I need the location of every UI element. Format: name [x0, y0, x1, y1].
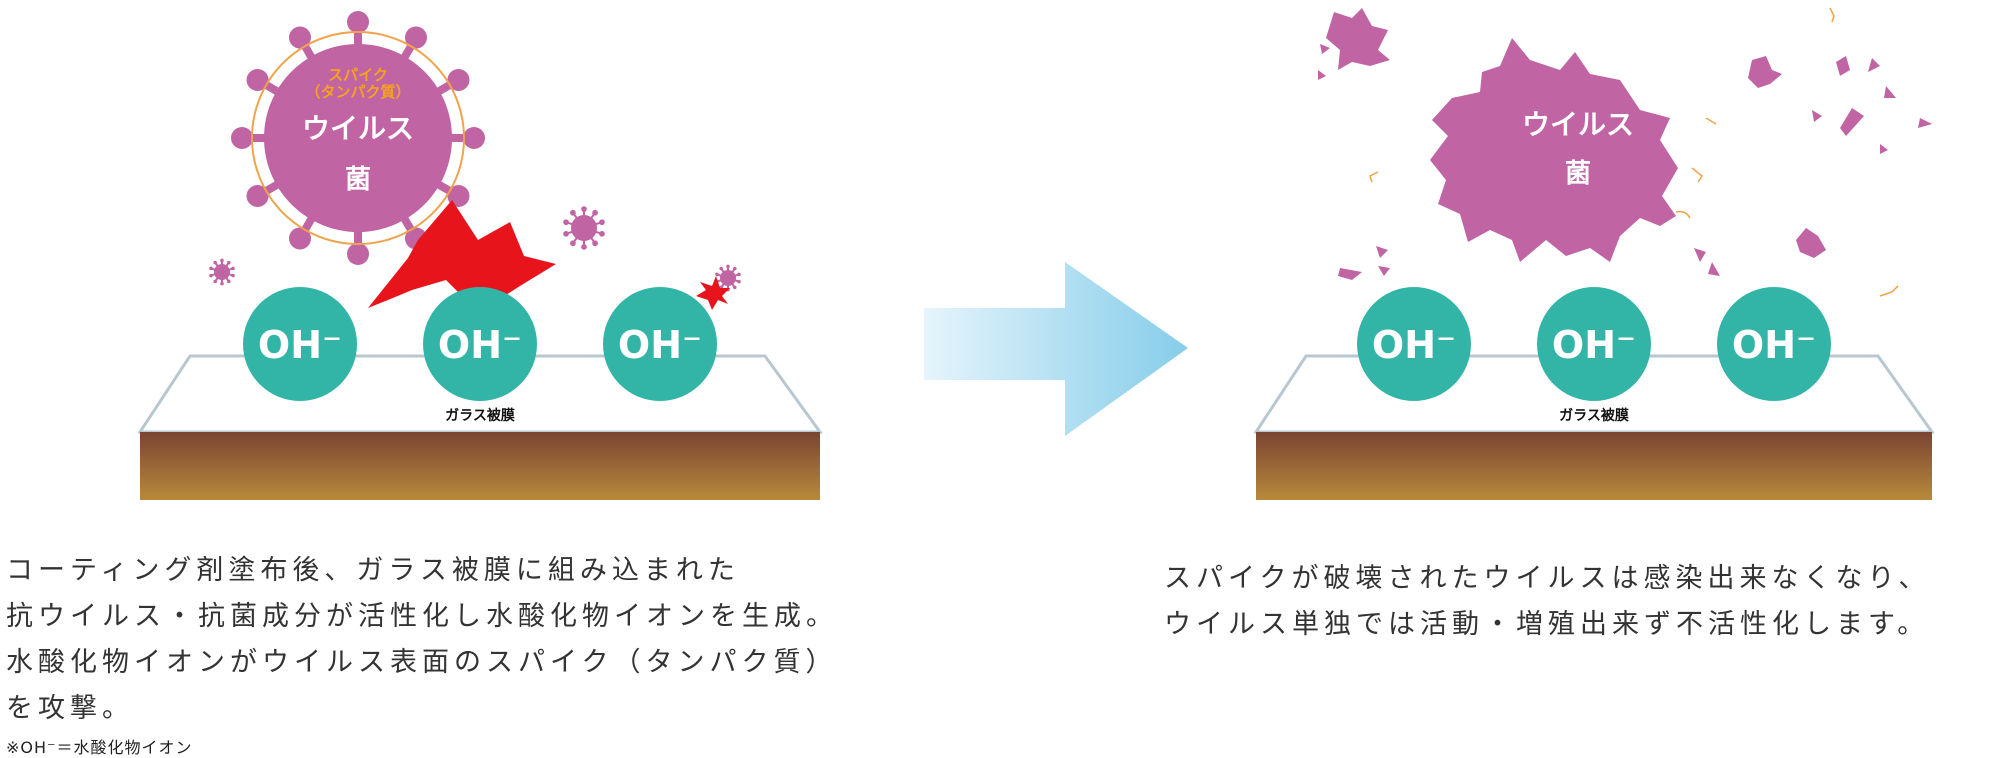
oh-ion: OH⁻	[603, 287, 717, 401]
left-caption-line: コーティング剤塗布後、ガラス被膜に組み込まれた	[6, 555, 740, 586]
virus-large: スパイク （タンパク質） ウイルス 菌	[231, 11, 485, 265]
left-caption: コーティング剤塗布後、ガラス被膜に組み込まれた 抗ウイルス・抗菌成分が活性化し水…	[6, 548, 838, 732]
right-caption-line: ウイルス単独では活動・増殖出来ず不活性化します。	[1164, 609, 1930, 640]
virus-spike-tip	[227, 279, 231, 284]
oh-ion-label: OH⁻	[258, 323, 342, 367]
virus-spike-tip	[570, 240, 576, 247]
spike-label-2: （タンパク質）	[305, 83, 410, 101]
attack-burst-icon	[696, 276, 730, 310]
virus-spike-tip	[231, 273, 235, 278]
virus-spike-tip	[289, 227, 311, 250]
virus-spike-tip	[719, 266, 723, 271]
oh-footnote: ※OH⁻＝水酸化物イオン	[6, 738, 193, 757]
virus-spike-tip	[733, 266, 737, 271]
transition-arrow-icon	[924, 262, 1188, 436]
virus-spike-tip	[563, 219, 569, 226]
virus-small-body	[571, 215, 597, 241]
virus-spike-tip	[231, 266, 235, 271]
virus-spike-tip	[726, 264, 730, 269]
virus-spike-tip	[737, 279, 741, 284]
virus-spike-tip	[209, 266, 213, 271]
virus-spike-tip	[209, 273, 213, 278]
bacteria-label: 菌	[1565, 159, 1591, 189]
virus-spike-tip	[733, 285, 737, 290]
virus-label: ウイルス	[1522, 108, 1634, 141]
virus-spike-tip	[220, 258, 224, 263]
oh-ion: OH⁻	[1717, 287, 1831, 401]
virus-small	[209, 258, 235, 286]
virus-spike-tip	[737, 272, 741, 277]
right-panel: ウイルス 菌	[1253, 7, 1935, 500]
oh-ion: OH⁻	[1357, 287, 1471, 401]
virus-spike-tip	[599, 219, 605, 226]
virus-spike-tip	[599, 230, 605, 237]
substrate-layer	[140, 432, 820, 500]
left-panel: スパイク （タンパク質） ウイルス 菌 OH⁻ OH⁻ OH⁻ ガラス被膜	[137, 11, 823, 500]
oh-ion-label: OH⁻	[1552, 323, 1636, 367]
virus-spike-tip	[213, 279, 217, 284]
virus-spike-tip	[246, 185, 269, 207]
spike-debris	[1369, 7, 1899, 297]
virus-spike-tip	[592, 209, 598, 216]
glass-film-label: ガラス被膜	[445, 407, 515, 424]
spike-debris	[1318, 8, 1932, 280]
left-caption-line: 抗ウイルス・抗菌成分が活性化し水酸化物イオンを生成。	[6, 601, 838, 632]
virus-spike-tip	[563, 230, 569, 237]
spike-label-1: スパイク	[328, 66, 388, 84]
virus-spike-tip	[570, 209, 576, 216]
attack-burst-icon	[368, 200, 556, 308]
virus-spike-tip	[592, 240, 598, 247]
oh-ion-label: OH⁻	[438, 323, 522, 367]
virus-spike-tip	[227, 260, 231, 265]
virus-spike-tip	[246, 69, 269, 91]
virus-spike-tip	[715, 272, 719, 277]
virus-small	[563, 206, 605, 250]
virus-spike-tip	[347, 11, 369, 33]
oh-ion: OH⁻	[243, 287, 357, 401]
virus-spike-tip	[405, 26, 427, 49]
oh-ion-label: OH⁻	[618, 323, 702, 367]
virus-spike-tip	[213, 260, 217, 265]
right-caption-line: スパイクが破壊されたウイルスは感染出来なくなり、	[1164, 563, 1931, 594]
virus-spike-tip	[231, 127, 253, 149]
virus-spike-tip	[463, 127, 485, 149]
virus-label: ウイルス	[302, 112, 414, 145]
virus-spike-tip	[347, 243, 369, 265]
oh-ion-label: OH⁻	[1732, 323, 1816, 367]
virus-spike-tip	[289, 26, 311, 49]
virus-destroyed: ウイルス 菌	[1430, 38, 1678, 262]
virus-spike-tip	[220, 281, 224, 286]
oh-ion: OH⁻	[1537, 287, 1651, 401]
virus-small	[715, 264, 741, 292]
right-caption: スパイクが破壊されたウイルスは感染出来なくなり、 ウイルス単独では活動・増殖出来…	[1164, 556, 1930, 648]
virus-small-body	[214, 264, 230, 280]
bacteria-label: 菌	[345, 165, 371, 195]
left-caption-line: を攻撃。	[6, 693, 134, 724]
virus-spike-tip	[581, 243, 587, 250]
oh-ion: OH⁻	[423, 287, 537, 401]
substrate-layer	[1256, 432, 1932, 500]
virus-spike-tip	[581, 206, 587, 213]
virus-spike-tip	[447, 69, 470, 91]
oh-ion-label: OH⁻	[1372, 323, 1456, 367]
left-caption-line: 水酸化物イオンがウイルス表面のスパイク（タンパク質）	[6, 647, 838, 678]
virus-small-body	[720, 270, 736, 286]
glass-film-label: ガラス被膜	[1559, 407, 1629, 424]
